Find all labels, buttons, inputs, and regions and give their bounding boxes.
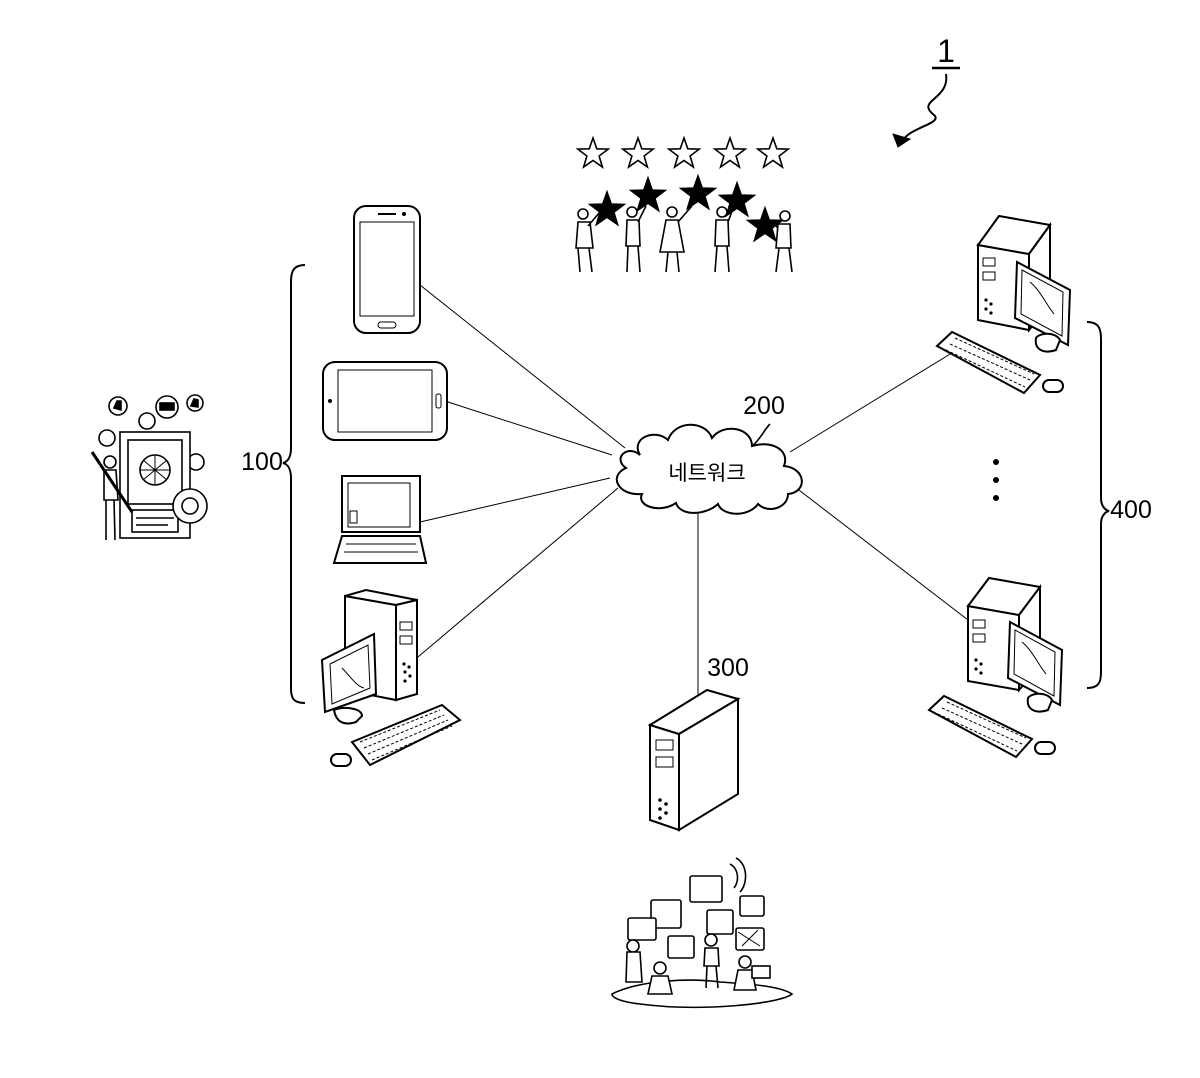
label-100: 100: [241, 448, 283, 476]
bracket-100: [283, 265, 305, 703]
label-200: 200: [743, 392, 785, 420]
figure-pointer-arrow: [902, 74, 946, 143]
label-400: 400: [1110, 496, 1152, 524]
figure-number: 1: [937, 33, 955, 69]
smartphone-icon: [354, 206, 420, 333]
label-300: 300: [707, 654, 749, 682]
laptop-icon: [334, 476, 426, 563]
tablet-icon: [323, 362, 447, 440]
network-label: 네트워크: [668, 462, 745, 485]
server-tower-icon: [650, 690, 738, 830]
bracket-400: [1087, 322, 1109, 688]
online-community-illustration-icon: [612, 858, 792, 1007]
content-creator-illustration-icon: [92, 395, 207, 540]
five-star-rating-with-people-icon: [576, 138, 792, 272]
ellipsis-dots: [993, 459, 999, 501]
desktop-computer-icon: [322, 590, 460, 766]
desktop-computer-icon: [937, 216, 1070, 393]
